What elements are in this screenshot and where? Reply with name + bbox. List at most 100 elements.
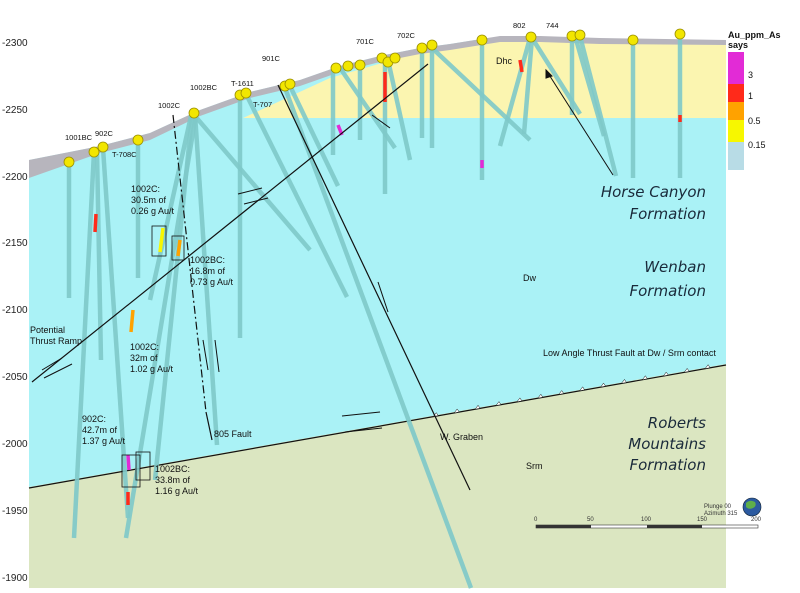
hole-label: 902C [95,129,114,138]
y-tick-label: -2000 [2,439,28,450]
thrust-tooth [641,375,648,381]
assay-segment [93,213,98,233]
collar [525,31,537,43]
collar [354,59,366,71]
scale-label: 200 [751,517,762,523]
formation-label: Formation [629,205,706,223]
sky-mask [0,0,800,160]
intercept-box [135,451,151,481]
collar [132,134,144,146]
dhc-leader-line [545,69,614,176]
horse-canyon-layer [243,40,726,118]
roberts-mountains-layer [29,364,726,588]
thrust-ramp-label: Thrust Ramp [30,336,82,346]
slip-arrow [341,411,381,417]
intercept-box [121,454,141,488]
hole-label: T-707 [253,100,272,109]
thrust-tooth [662,371,669,377]
drillhole [385,59,413,161]
thrust-tooth [579,386,586,392]
slip-arrow [243,197,269,205]
legend: Au_ppm_As says 3 1 0.5 0.15 [728,30,781,170]
drillhole [287,85,341,187]
y-tick-label: -2200 [2,172,28,183]
y-tick-label: -1950 [2,506,28,517]
legend-label: 0.5 [748,116,761,126]
intercept-text: 0.73 g Au/t [190,277,234,287]
w-graben-fault [277,84,471,491]
drillhole [192,113,220,446]
thrust-fault-label: Low Angle Thrust Fault at Dw / Srm conta… [543,348,716,358]
hole-label: 1001BC [65,133,93,142]
legend-swatch [728,142,744,170]
slip-arrow [214,339,220,373]
hole-label: T-1611 [231,79,254,88]
y-tick-label: -2300 [2,38,28,49]
thrust-fault-teeth [432,364,711,418]
intercept-text: 1002BC: [155,464,190,474]
w-graben-label: W. Graben [440,432,483,442]
legend-label: 1 [748,91,753,101]
collar [426,39,438,51]
y-tick-label: -2150 [2,238,28,249]
legend-swatch [728,84,744,102]
drillhole [497,37,533,147]
collar [97,141,109,153]
dhc-leader-arrowhead [545,68,553,79]
collar [416,42,428,54]
unit-label: Dhc [496,56,513,66]
intercept-annotations: 1002C: 30.5m of 0.26 g Au/t 1002BC: 16.8… [82,184,234,496]
scale-label: 100 [641,517,652,523]
hole-labels: 1001BC 902C T-708C 1002C 1002BC T-1611 T… [65,21,559,159]
intercept-text: 1.16 g Au/t [155,486,199,496]
collar [188,107,200,119]
formation-label: Horse Canyon [601,183,706,201]
scale-label: 150 [697,517,708,523]
formation-label: Wenban [644,258,706,276]
hole-label: 802 [513,21,526,30]
drillhole [100,147,131,519]
drillhole [243,92,350,299]
unit-label: Dw [523,273,536,283]
hole-label: 1002C [158,101,181,110]
drillhole [71,151,97,539]
thrust-ramp-fault [31,63,429,383]
intercept-text: 1002C: [130,342,159,352]
formation-label: Roberts [648,414,706,432]
y-tick-label: -2250 [2,105,28,116]
collar [476,34,488,46]
intercept-text: 1002BC: [190,255,225,265]
thrust-tooth [537,393,544,399]
collar [674,28,686,40]
slip-arrow [371,114,391,129]
thrust-tooth [599,382,606,388]
intercept-text: 33.8m of [155,475,191,485]
assay-segment [129,309,135,333]
y-axis: -2300 -2250 -2200 -2150 -2100 -2050 -200… [2,38,28,584]
formation-label: Formation [629,282,706,300]
slip-arrow [377,281,389,313]
collar [63,156,75,168]
collar [284,78,296,90]
thrust-tooth [474,404,481,410]
drillhole [147,115,194,301]
intercept-text: 42.7m of [82,425,118,435]
intercept-text: 1.02 g Au/t [130,364,174,374]
fault-805 [172,114,207,413]
assay-segment [126,454,131,471]
intercept-text: 1.37 g Au/t [82,436,126,446]
fault-805-label: 805 Fault [214,429,252,439]
unit-label: Srm [526,461,543,471]
slip-arrow [41,357,63,371]
assay-highlights [93,59,682,505]
hole-label: 701C [356,37,375,46]
intercept-box [151,225,167,257]
legend-swatch [728,120,744,142]
drillhole [521,37,535,135]
formation-label: Formation [629,456,706,474]
assay-segment [158,227,165,253]
thrust-tooth [516,397,523,403]
slip-arrow [237,187,263,195]
hole-label: T-708C [112,150,137,159]
scale-label: 0 [534,517,538,523]
